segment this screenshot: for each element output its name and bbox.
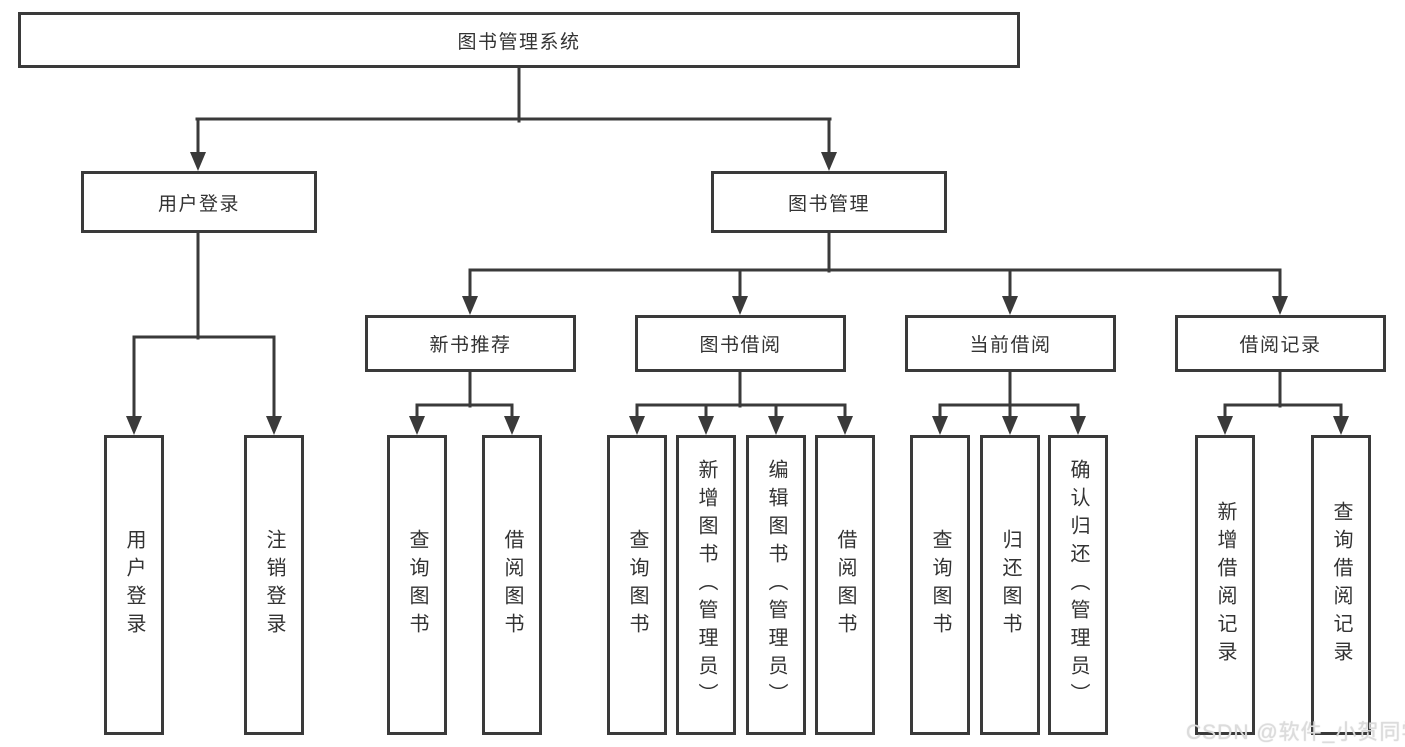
leaf-query-books-current: 查询图书 [910, 435, 970, 735]
arrowhead-icon [732, 296, 748, 315]
leaf-confirm-return-admin: 确认归还（管理员） [1048, 435, 1108, 735]
leaf-borrow-books-recommend: 借阅图书 [482, 435, 542, 735]
leaf-edit-books-admin: 编辑图书（管理员） [746, 435, 806, 735]
arrowhead-icon [1272, 296, 1288, 315]
leaf-logout: 注销登录 [244, 435, 304, 735]
leaf-add-books-admin: 新增图书（管理员） [676, 435, 736, 735]
node-current-borrowing: 当前借阅 [905, 315, 1116, 372]
connector-current-borrow-children [932, 370, 1086, 435]
arrowhead-icon [932, 416, 948, 435]
arrowhead-icon [821, 152, 837, 171]
arrowhead-icon [1002, 416, 1018, 435]
leaf-borrow-books: 借阅图书 [815, 435, 875, 735]
node-user-login: 用户登录 [81, 171, 317, 233]
arrowhead-icon [266, 416, 282, 435]
leaf-query-borrow-record: 查询借阅记录 [1311, 435, 1371, 735]
arrowhead-icon [409, 416, 425, 435]
leaf-query-books-recommend: 查询图书 [387, 435, 447, 735]
leaf-return-books: 归还图书 [980, 435, 1040, 735]
leaf-user-login: 用户登录 [104, 435, 164, 735]
arrowhead-icon [126, 416, 142, 435]
arrowhead-icon [768, 416, 784, 435]
arrowhead-icon [190, 152, 206, 171]
arrowhead-icon [698, 416, 714, 435]
arrowhead-icon [1217, 416, 1233, 435]
arrowhead-icon [1070, 416, 1086, 435]
connector-user-login-children [126, 231, 282, 435]
arrowhead-icon [1333, 416, 1349, 435]
leaf-add-borrow-record: 新增借阅记录 [1195, 435, 1255, 735]
node-book-borrowing: 图书借阅 [635, 315, 846, 372]
connector-new-book-children [409, 370, 520, 435]
connector-book-borrow-children [629, 370, 853, 435]
arrowhead-icon [629, 416, 645, 435]
watermark: CSDN @软件_小贺同学 [1186, 721, 1405, 744]
arrowhead-icon [837, 416, 853, 435]
node-new-book-recommend: 新书推荐 [365, 315, 576, 372]
arrowhead-icon [504, 416, 520, 435]
connector-book-mgmt-to-level3 [462, 231, 1288, 315]
node-library-system: 图书管理系统 [18, 12, 1020, 68]
connector-borrow-records-children [1217, 370, 1349, 435]
connector-root-to-level2 [190, 66, 837, 171]
node-book-management: 图书管理 [711, 171, 947, 233]
node-borrowing-records: 借阅记录 [1175, 315, 1386, 372]
arrowhead-icon [462, 296, 478, 315]
leaf-query-books-borrowing: 查询图书 [607, 435, 667, 735]
arrowhead-icon [1002, 296, 1018, 315]
